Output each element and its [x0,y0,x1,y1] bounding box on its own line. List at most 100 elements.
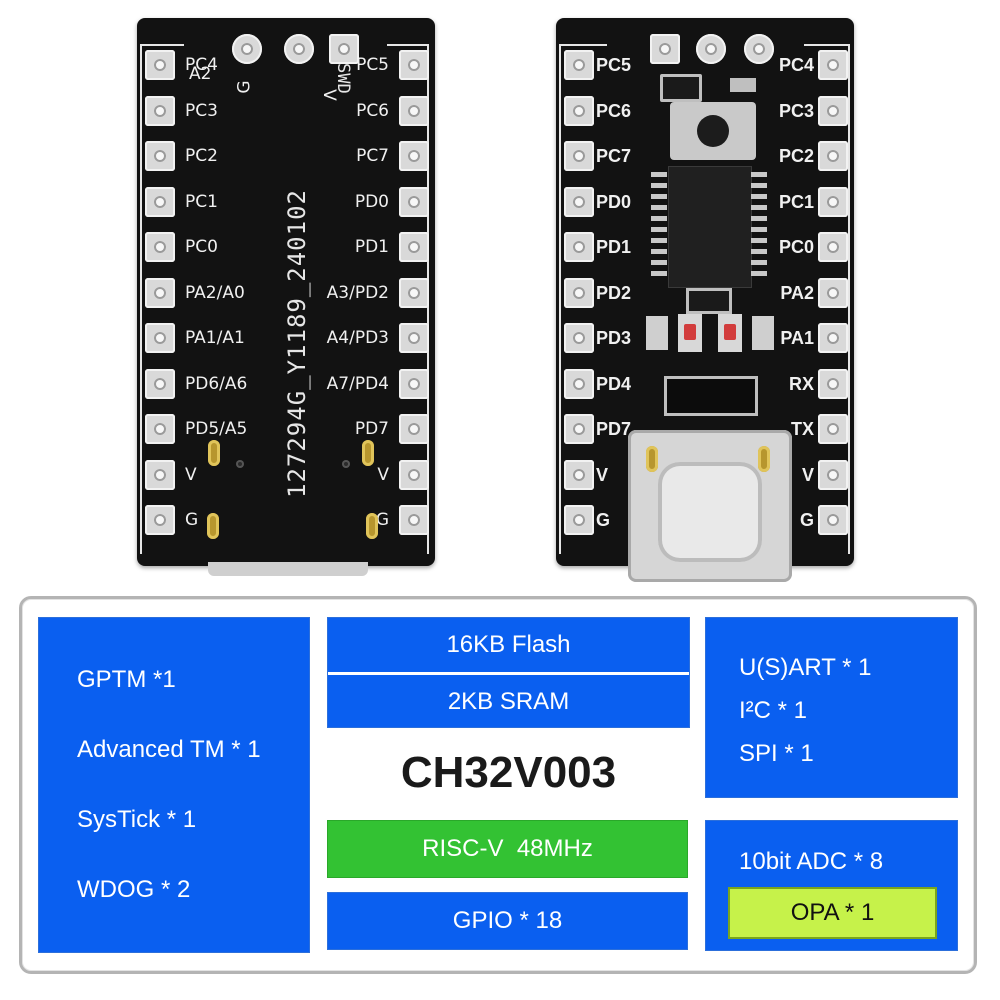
pin-label: PC4 [778,55,814,75]
pin-pad [564,323,594,353]
usb-shield-slot [208,440,220,466]
pin-label: G [375,510,389,530]
communication-block: U(S)ART * 1 I²C * 1 SPI * 1 [705,617,958,798]
pin-pad [145,186,175,217]
pin-pad [564,459,594,490]
pin-pad [399,232,429,262]
led [678,314,702,352]
pin-label: PC5 [356,55,389,75]
timers-block: GPTM *1 Advanced TM * 1 SysTick * 1 WDOG… [38,617,310,953]
chip-pin [751,249,767,254]
pin-pad [399,186,429,217]
pin-label: PC6 [356,100,389,121]
pin-pad [818,277,848,308]
via-hole [342,460,350,468]
core-label: RISC-V 48MHz [422,835,593,862]
core-block: RISC-V 48MHz [327,820,688,878]
pin-pad [145,232,175,262]
pin-pad [564,186,594,217]
pin-label: PC0 [185,237,218,257]
via-hole [236,460,244,468]
swd-label: SWD [333,63,353,94]
header-pad-swd [696,34,726,64]
chip-pin [651,260,667,265]
pin-label: RX [788,373,814,394]
pin-label: PD6/A6 [185,373,248,394]
usb-shield-slot [207,513,219,539]
pin-pad [399,277,429,308]
pin-label: PC3 [185,100,218,121]
adc-label: 10bit ADC * 8 [739,848,884,875]
chip-pin [651,238,667,243]
pin-label: G [596,510,611,530]
pin-pad [818,141,848,171]
pin-pad [564,505,594,535]
pin-label: G [799,510,814,530]
pin-pad [818,414,848,444]
pin-pad [564,141,594,171]
pin-label: PC1 [778,191,814,212]
pin-pad [399,414,429,444]
pin-label: V [185,464,197,485]
usb-shield-slot [758,446,770,472]
pin-label: PC3 [778,100,814,121]
chip-pin [651,183,667,188]
header-pad-v [650,34,680,64]
opa-block: OPA * 1 [728,887,937,939]
usb-shield-slot [362,440,374,466]
pin-pad [145,505,175,535]
usb-shield-slot [366,513,378,539]
pin-label: PA2/A0 [185,282,245,303]
reset-button [670,102,756,160]
pin-pad [818,505,848,535]
pin-pad [564,95,594,126]
chip-pin [751,172,767,177]
pin-label: PD7 [596,419,632,439]
smd-capacitor [752,316,774,350]
chip-pin [651,194,667,199]
pin-label: TX [790,419,814,439]
silkscreen-frame-right [804,44,850,554]
header-pad-g [744,34,774,64]
pin-pad [145,50,175,80]
pin-pad [399,505,429,535]
pin-pad [399,368,429,399]
pin-label: PC7 [356,146,389,166]
analog-block: 10bit ADC * 8 OPA * 1 [705,820,958,951]
pin-label: PA1/A1 [185,328,245,348]
pin-pad [818,232,848,262]
pin-pad [145,414,175,444]
pin-pad [818,95,848,126]
comm-item: U(S)ART * 1 [739,654,872,681]
pin-label: A4/PD3 [326,328,389,348]
chip-pin [751,260,767,265]
pin-label: PD0 [596,191,632,212]
flash-label: 16KB Flash [446,631,571,658]
header-pad-g [232,34,262,64]
comm-item: SPI * 1 [739,740,814,767]
pin-pad [818,50,848,80]
memory-block: 16KB Flash 2KB SRAM [327,617,690,728]
led [718,314,742,352]
pin-label: PA1 [780,328,814,348]
gpio-block: GPIO * 18 [327,892,688,950]
chip-pin [651,172,667,177]
chip-pin [651,216,667,221]
pin-label: PD5/A5 [185,419,248,439]
pin-label: PC6 [596,100,632,121]
reset-button-cap [697,115,729,147]
pin-pad [564,50,594,80]
chip-pin [651,271,667,276]
timer-item: GPTM *1 [77,666,176,693]
smd-capacitor [646,316,668,350]
pin-label: V [377,464,389,485]
top-label-g: G [234,80,255,94]
pin-label: PD1 [596,237,632,257]
pin-label: V [801,464,814,485]
pin-pad [399,95,429,126]
timer-item: WDOG * 2 [77,876,191,903]
silkscreen-frame-left [559,44,607,554]
pin-label: PC4 [185,55,218,75]
